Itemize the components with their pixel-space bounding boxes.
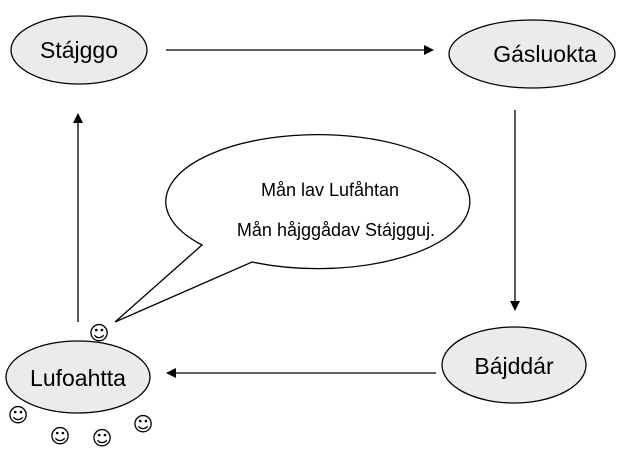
- smiley-group: ☺ ☺ ☺ ☺ ☺: [8, 321, 154, 450]
- node-gasluokta: Gásluokta: [448, 19, 616, 89]
- node-lufoahtta: Lufoahtta: [5, 340, 151, 414]
- smiley-icon: ☺: [133, 412, 154, 436]
- smiley-icon: ☺: [8, 403, 29, 427]
- smiley-icon: ☺: [89, 321, 110, 345]
- node-stajggo-shape: [10, 15, 148, 85]
- node-lufoahtta-label: Lufoahtta: [30, 365, 126, 391]
- speech-bubble-shape: [114, 133, 471, 323]
- speech-bubble-line-2: Mån håjggådav Stájgguj.: [237, 220, 435, 240]
- node-gasluokta-label: Gásluokta: [493, 41, 597, 67]
- node-stajggo: Stájggo: [10, 15, 148, 85]
- smiley-icon: ☺: [50, 424, 71, 448]
- node-bajddar-shape: [441, 326, 587, 404]
- node-bajddar-label: Bájddár: [474, 353, 554, 379]
- node-bajddar: Bájddár: [441, 326, 587, 404]
- smiley-icon: ☺: [92, 426, 113, 450]
- speech-bubble-line-1: Mån lav Lufåhtan: [261, 180, 399, 200]
- node-lufoahtta-shape: [5, 340, 151, 414]
- speech-bubble: Mån lav Lufåhtan Mån håjggådav Stájgguj.: [114, 133, 471, 323]
- node-gasluokta-shape: [448, 19, 616, 89]
- node-stajggo-label: Stájggo: [40, 37, 118, 63]
